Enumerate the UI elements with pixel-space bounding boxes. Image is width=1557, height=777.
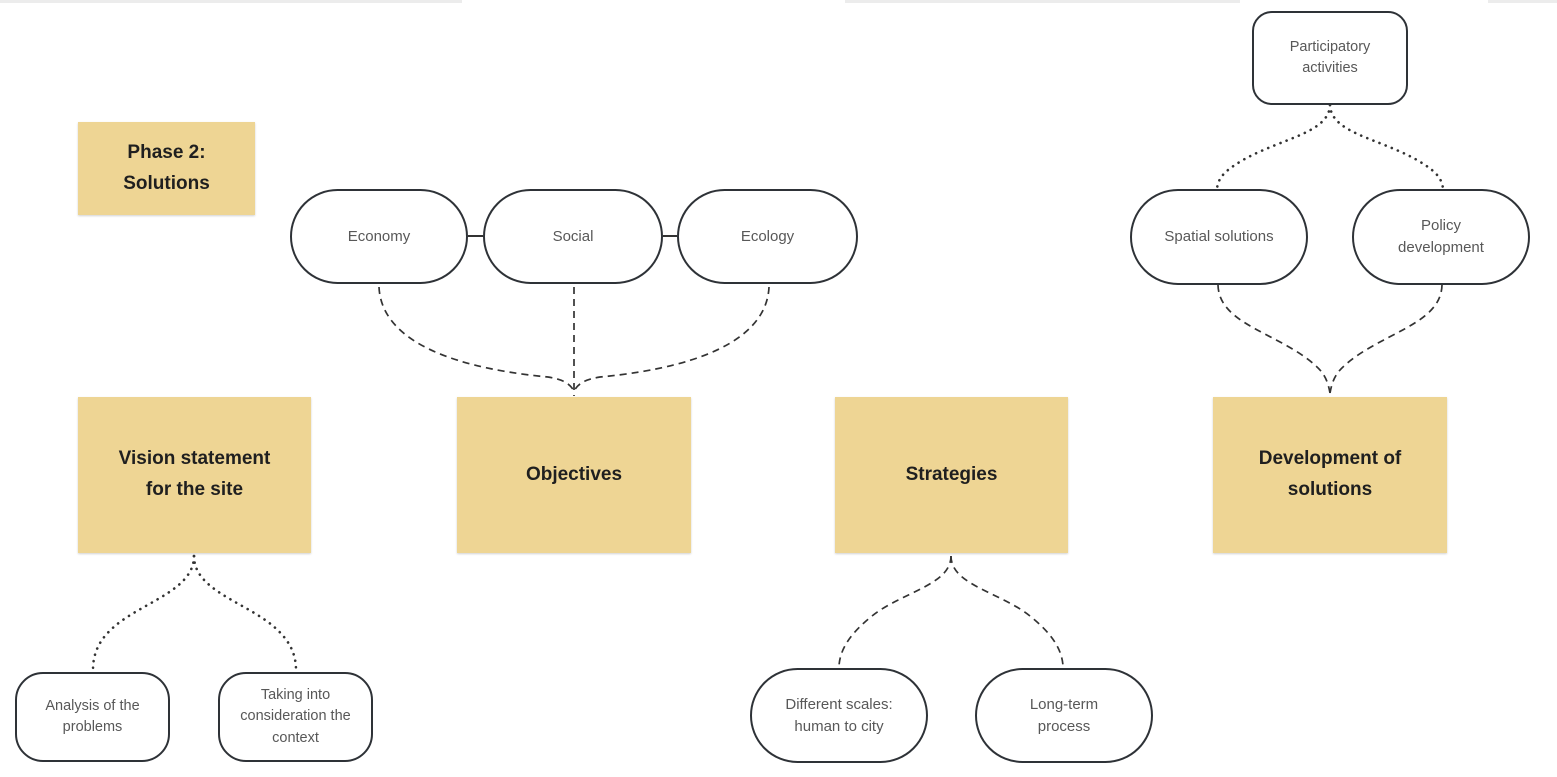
node-social[interactable]: Social <box>483 189 663 284</box>
connector-strategies-scales <box>838 555 952 667</box>
connector-policy-development <box>1329 284 1443 394</box>
node-ecology[interactable]: Ecology <box>677 189 858 284</box>
connector-participatory-spatial <box>1215 103 1332 191</box>
node-social-label: Social <box>552 227 594 245</box>
stage-vision-statement[interactable]: Vision statement for the site <box>78 397 311 553</box>
node-longterm-label: Long-term process <box>1029 695 1099 735</box>
node-consideration-of-context[interactable]: Taking into consideration the context <box>218 672 373 762</box>
stage-development-label: Development of solutions <box>1258 448 1402 500</box>
node-different-scales[interactable]: Different scales: human to city <box>750 668 928 763</box>
node-analysis-of-problems[interactable]: Analysis of the problems <box>15 672 170 762</box>
connector-economy-objectives <box>378 286 575 392</box>
node-context-label: Taking into consideration the context <box>240 687 351 746</box>
phase-label-text: Phase 2: Solutions <box>123 141 210 194</box>
stage-objectives-label: Objectives <box>525 463 623 485</box>
node-economy-label: Economy <box>347 227 411 245</box>
node-scales-label: Different scales: human to city <box>785 695 893 735</box>
cropped-edge-artifact <box>0 0 462 3</box>
connector-participatory-policy <box>1328 103 1445 191</box>
node-policy-development[interactable]: Policy development <box>1352 189 1530 285</box>
phase-label-box[interactable]: Phase 2: Solutions <box>78 122 255 215</box>
stage-strategies[interactable]: Strategies <box>835 397 1068 553</box>
stage-vision-label: Vision statement for the site <box>118 448 271 500</box>
node-ecology-label: Ecology <box>740 227 795 245</box>
node-participatory-activities[interactable]: Participatory activities <box>1252 11 1408 105</box>
connector-strategies-longterm <box>950 555 1064 667</box>
cropped-edge-artifact <box>1488 0 1557 3</box>
stage-objectives[interactable]: Objectives <box>457 397 691 553</box>
node-longterm-process[interactable]: Long-term process <box>975 668 1153 763</box>
connector-ecology-objectives <box>573 286 770 392</box>
connector-vision-analysis <box>91 554 196 672</box>
node-economy[interactable]: Economy <box>290 189 468 284</box>
node-spatial-label: Spatial solutions <box>1164 228 1274 246</box>
node-policy-label: Policy development <box>1398 217 1484 256</box>
node-analysis-label: Analysis of the problems <box>45 697 140 735</box>
cropped-edge-artifact <box>845 0 1240 3</box>
node-participatory-label: Participatory activities <box>1289 38 1371 76</box>
stage-development-of-solutions[interactable]: Development of solutions <box>1213 397 1447 553</box>
connector-vision-context <box>192 554 298 672</box>
node-spatial-solutions[interactable]: Spatial solutions <box>1130 189 1308 285</box>
stage-strategies-label: Strategies <box>905 463 998 485</box>
connector-spatial-development <box>1217 284 1331 394</box>
